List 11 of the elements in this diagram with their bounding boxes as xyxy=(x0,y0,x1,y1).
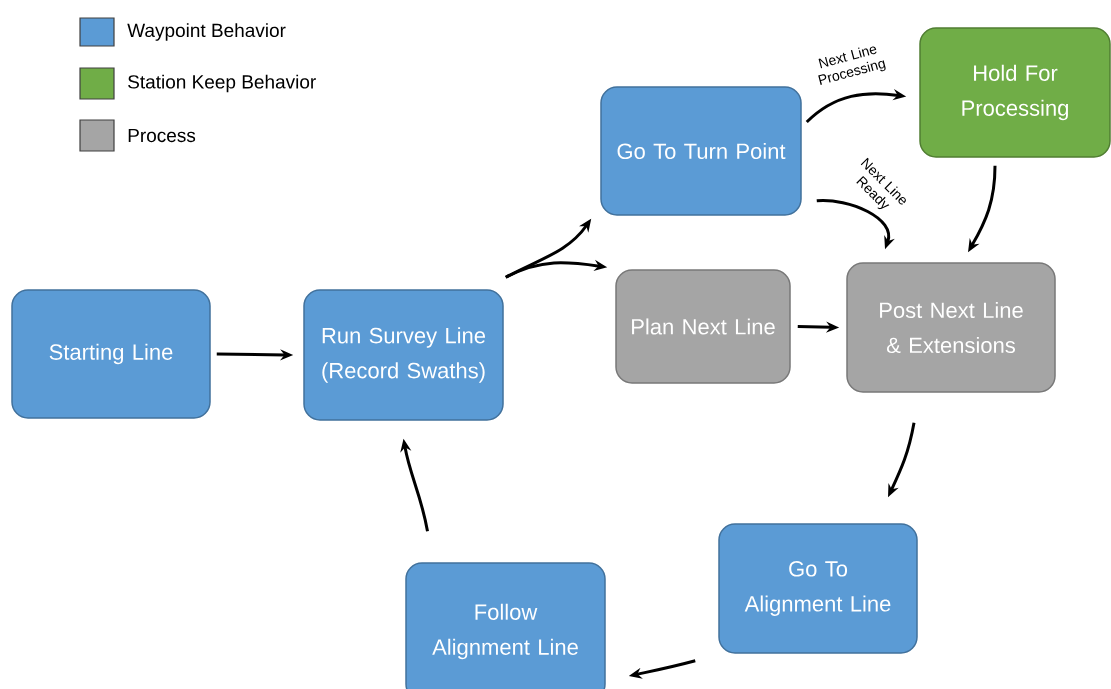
process-box: Hold For Processing xyxy=(919,27,1111,158)
process-box: Go To Alignment Line xyxy=(718,523,918,654)
legend-label: Station Keep Behavior xyxy=(128,74,316,93)
process-box: Follow Alignment Line xyxy=(405,562,606,689)
process-box: Run Survey Line (Record Swaths) xyxy=(303,289,504,421)
process-box: Starting Line xyxy=(11,289,211,419)
process-box: Post Next Line & Extensions xyxy=(846,262,1056,393)
process-box: Plan Next Line xyxy=(615,269,791,384)
legend-label: Process xyxy=(128,128,196,143)
process-box: Go To Turn Point xyxy=(600,86,802,216)
legend-label: Waypoint Behavior xyxy=(127,23,286,41)
